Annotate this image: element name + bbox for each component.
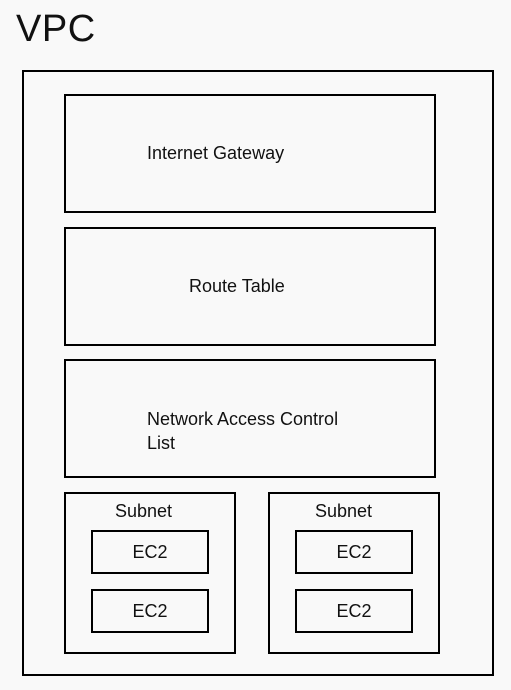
route-table-box: Route Table: [64, 227, 436, 346]
route-table-label: Route Table: [189, 276, 285, 296]
subnet-right-label: Subnet: [315, 501, 373, 521]
ec2-instance: EC2: [295, 530, 413, 574]
subnet-left-label: Subnet: [115, 501, 173, 521]
internet-gateway-box: Internet Gateway: [64, 94, 436, 213]
ec2-instance: EC2: [91, 530, 209, 574]
ec2-instance: EC2: [91, 589, 209, 633]
subnet-right: Subnet EC2 EC2: [268, 492, 440, 654]
vpc-title: VPC: [16, 8, 96, 50]
nacl-label: Network Access Control List: [147, 409, 339, 453]
subnet-left: Subnet EC2 EC2: [64, 492, 236, 654]
ec2-instance: EC2: [295, 589, 413, 633]
nacl-box: Network Access Control List: [64, 359, 436, 478]
internet-gateway-label: Internet Gateway: [147, 143, 285, 163]
